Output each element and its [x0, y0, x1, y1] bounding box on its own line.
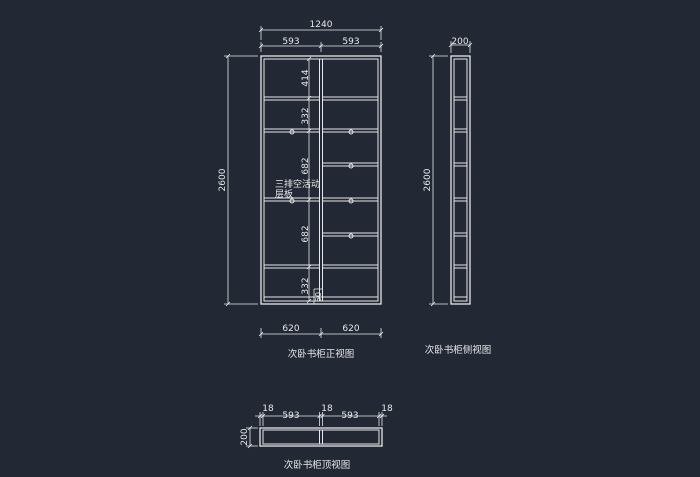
side-view: 200 2600 次卧书柜侧视图	[423, 37, 491, 356]
note-line-1: 三排空活动	[275, 178, 320, 190]
top-depth-dim	[246, 425, 258, 449]
dim-h5: 332	[301, 277, 311, 294]
top-dim-panel-left: 18	[262, 404, 274, 414]
knob-icon	[348, 129, 354, 135]
knob-icon	[348, 233, 354, 239]
front-outer-frame	[260, 55, 382, 305]
front-top-dims	[258, 26, 384, 52]
knob-icon	[289, 198, 295, 204]
dim-bottom-left: 620	[282, 324, 299, 334]
dim-top-right-half: 593	[342, 37, 359, 47]
dim-h3: 682	[301, 157, 311, 174]
top-inner-frame	[262, 429, 380, 445]
knob-icon	[289, 129, 295, 135]
side-height-dim	[429, 53, 448, 307]
side-dim-depth: 200	[451, 37, 468, 47]
front-bottom-dims	[258, 328, 384, 338]
front-height-dim	[224, 53, 258, 307]
side-view-caption: 次卧书柜侧视图	[425, 344, 492, 356]
side-inner-frame	[453, 58, 468, 302]
side-dim-height: 2600	[423, 168, 433, 191]
dim-top-left-half: 593	[282, 37, 299, 47]
dim-total-width: 1240	[310, 20, 333, 30]
dim-bottom-right: 620	[342, 324, 359, 334]
top-outer-frame	[259, 427, 383, 447]
top-dim-width-left: 593	[282, 411, 299, 421]
knob-icon	[348, 198, 354, 204]
top-dim-panel-right: 18	[381, 404, 393, 414]
right-shelves	[322, 96, 378, 269]
front-inner-frame	[263, 58, 379, 302]
handle-knobs	[289, 129, 354, 239]
dim-h2: 332	[301, 107, 311, 124]
note-line-2: 层板	[275, 188, 293, 200]
side-outer-frame	[450, 55, 471, 305]
knob-icon	[348, 163, 354, 169]
top-dim-panel-mid: 18	[321, 404, 333, 414]
side-depth-dim	[448, 41, 473, 53]
front-view-caption: 次卧书柜正视图	[288, 348, 355, 360]
top-view-dims	[255, 412, 387, 426]
top-view: 18 593 18 593 18 200 次卧书柜顶视图	[240, 404, 393, 471]
side-shelves	[454, 96, 467, 298]
dim-h4: 682	[301, 225, 311, 242]
front-view: 414 332 682 682 332 50 三排空活动 层板 1240 593	[218, 20, 384, 360]
top-view-caption: 次卧书柜顶视图	[284, 459, 351, 471]
dim-base: 50	[314, 292, 323, 302]
dim-h1: 414	[301, 69, 311, 86]
front-interior-ticks	[306, 56, 312, 304]
top-dim-depth: 200	[240, 428, 250, 445]
top-dim-width-right: 593	[341, 411, 358, 421]
dim-height: 2600	[218, 168, 228, 191]
